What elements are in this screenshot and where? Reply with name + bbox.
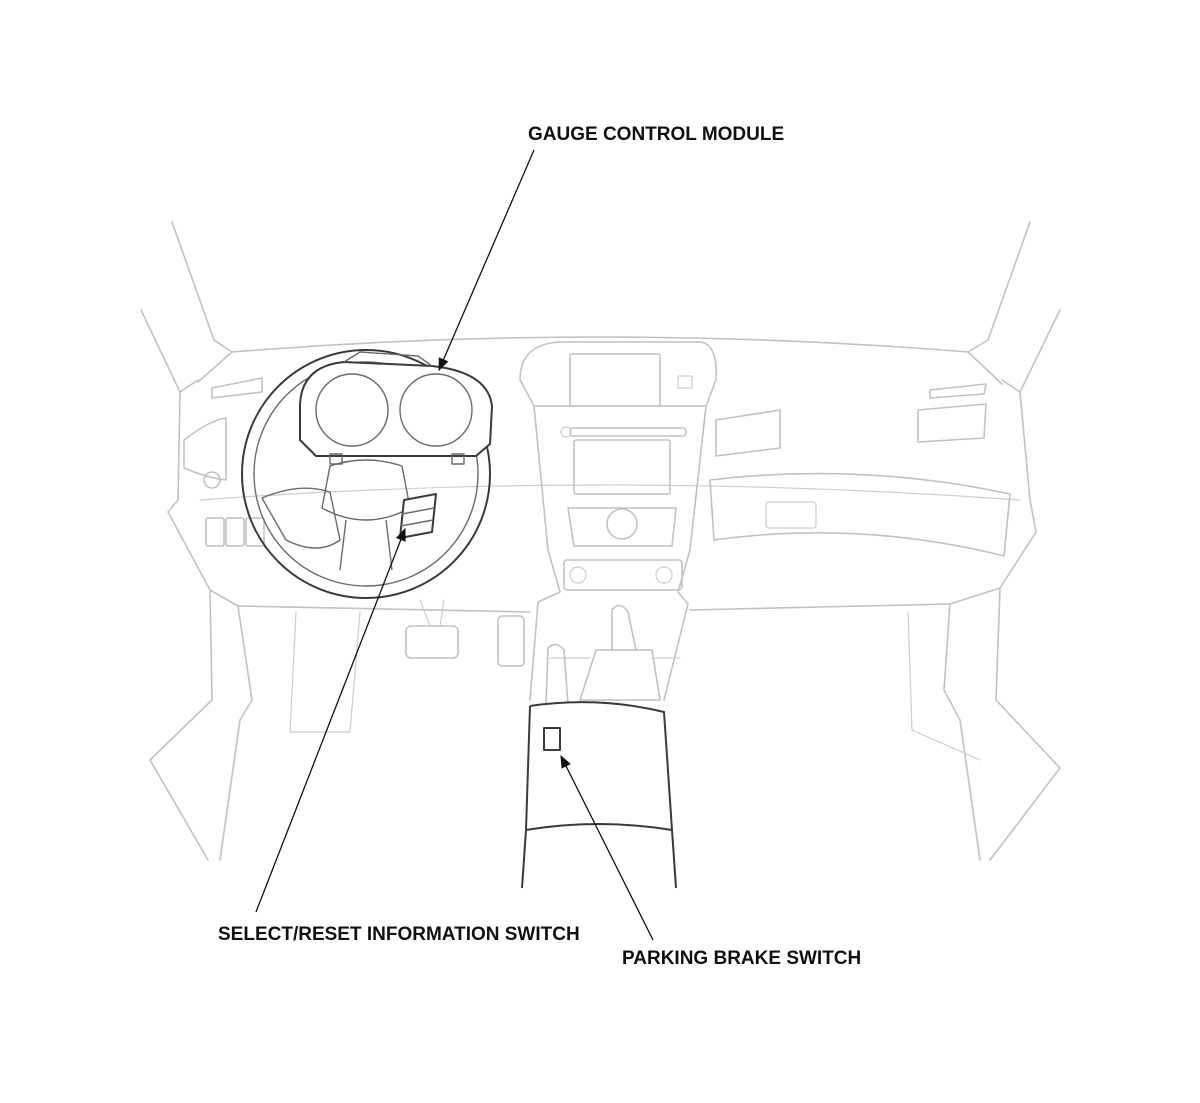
right-center-vent xyxy=(715,409,781,457)
right-door-inner xyxy=(943,603,981,861)
slot-knob xyxy=(560,426,572,438)
left-switch-3 xyxy=(245,517,265,547)
center-slot xyxy=(569,427,687,437)
center-button-row xyxy=(563,559,683,591)
steering-lower-spoke xyxy=(339,519,393,571)
left-switch-2 xyxy=(225,517,245,547)
center-control-knob xyxy=(606,508,638,540)
right-a-pillar xyxy=(967,221,1031,353)
dashboard-crease xyxy=(199,484,1021,501)
highlighted-components xyxy=(241,349,677,889)
left-switch-1 xyxy=(205,517,225,547)
glove-box xyxy=(709,472,1011,557)
right-button xyxy=(655,566,673,584)
accelerator-pedal xyxy=(497,615,525,667)
gauge-cluster-top-tab xyxy=(343,351,433,367)
display-button xyxy=(677,375,693,389)
left-door-inner xyxy=(219,605,253,861)
gauge-module-leader xyxy=(438,149,535,372)
dashboard-lower-left xyxy=(167,391,531,613)
select-reset-switch xyxy=(399,493,437,539)
left-gauge xyxy=(315,373,389,447)
left-door-panel xyxy=(149,589,213,861)
left-footwell xyxy=(289,611,361,733)
left-button xyxy=(569,566,587,584)
shift-boot xyxy=(579,649,661,701)
brake-pedal xyxy=(405,625,459,659)
upper-display xyxy=(569,353,661,407)
center-stack-hood xyxy=(519,341,717,407)
right-door-edge xyxy=(1001,309,1061,393)
steering-wheel-rim xyxy=(241,349,491,599)
interior-outline xyxy=(140,221,1061,861)
leader-lines xyxy=(255,149,654,941)
steering-left-spoke xyxy=(261,487,341,549)
shift-lever xyxy=(611,604,637,651)
select-reset-switch-label: SELECT/RESET INFORMATION SWITCH xyxy=(218,924,580,945)
dashboard-lower-right xyxy=(689,391,1037,611)
parking-brake-switch xyxy=(543,727,561,751)
left-side-vent xyxy=(183,417,227,481)
gauge-control-module xyxy=(299,361,493,457)
left-door-edge xyxy=(140,309,199,393)
select-reset-leader xyxy=(255,527,406,913)
cluster-right-mount xyxy=(451,453,465,465)
center-stack-body xyxy=(529,405,707,701)
right-footwell xyxy=(907,611,981,761)
center-console xyxy=(521,701,677,889)
right-door-panel xyxy=(989,587,1061,861)
right-side-vent xyxy=(917,403,987,443)
right-gauge xyxy=(399,373,473,447)
gauge-control-module-label: GAUGE CONTROL MODULE xyxy=(528,124,784,145)
parking-brake-switch-label: PARKING BRAKE SWITCH xyxy=(622,948,861,969)
brake-pedal-arm xyxy=(419,599,445,627)
center-controls-panel xyxy=(567,507,677,547)
parking-lever xyxy=(545,643,569,705)
left-upper-vent xyxy=(211,377,263,399)
steering-hub xyxy=(321,459,411,521)
right-upper-vent xyxy=(929,383,987,399)
cluster-left-mount xyxy=(329,453,343,465)
lower-display xyxy=(573,439,671,495)
dashboard-top xyxy=(231,336,1003,385)
parking-brake-leader xyxy=(560,754,654,941)
glove-box-handle xyxy=(765,501,817,529)
switch-button-divider xyxy=(400,507,435,527)
left-a-pillar xyxy=(171,221,233,353)
left-knob xyxy=(203,471,221,489)
dashboard-top-left xyxy=(197,351,233,383)
